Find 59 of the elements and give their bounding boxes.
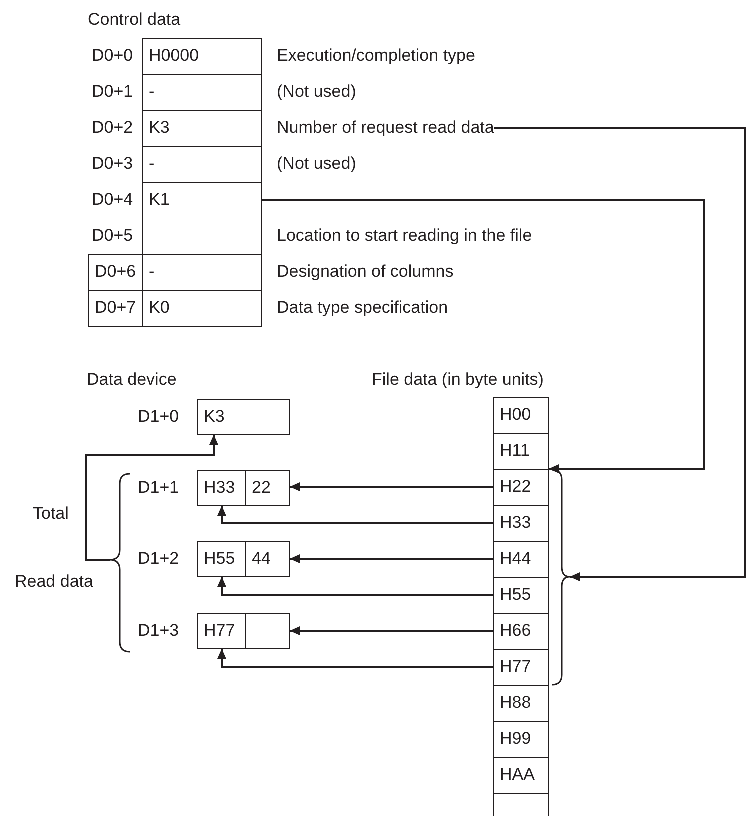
register-label: D0+5 [92, 225, 134, 247]
register-label: D0+4 [92, 189, 134, 211]
data-cell: - [142, 74, 262, 111]
data-cell: 44 [245, 541, 290, 577]
data-cell: D0+6 [88, 254, 143, 291]
description: Data type specification [277, 297, 448, 319]
data-cell: H33 [493, 505, 549, 542]
arrow [218, 649, 493, 668]
data-cell: H55 [493, 577, 549, 614]
data-cell: HAA [493, 757, 549, 794]
data-cell: H44 [493, 541, 549, 578]
data-cell: H22 [493, 469, 549, 506]
arrow [218, 577, 493, 596]
arrow [262, 199, 705, 474]
arrow [290, 482, 493, 492]
arrow [290, 554, 493, 564]
register-label: D1+1 [138, 477, 180, 499]
data-cell: - [142, 146, 262, 183]
empty-cell [493, 793, 549, 816]
data-cell: K0 [142, 290, 262, 327]
register-label: D0+3 [92, 153, 134, 175]
register-label: D0+0 [92, 45, 134, 67]
data-cell: D0+7 [88, 290, 143, 327]
register-label: D1+2 [138, 548, 180, 570]
heading: Data device [87, 369, 177, 391]
curly-brace [110, 474, 130, 652]
data-cell: H55 [197, 541, 246, 577]
description: Number of request read data [277, 110, 494, 146]
arrow [85, 435, 218, 561]
data-cell: H00 [493, 397, 549, 434]
register-label: D0+1 [92, 81, 134, 103]
register-label: D1+0 [138, 406, 180, 428]
data-cell: H33 [197, 470, 246, 506]
arrow [494, 127, 746, 582]
curly-brace [552, 470, 570, 685]
data-cell: 22 [245, 470, 290, 506]
arrow [290, 626, 493, 636]
description: Location to start reading in the file [277, 225, 532, 247]
register-label: D1+3 [138, 620, 180, 642]
data-cell: H66 [493, 613, 549, 650]
register-label: D0+2 [92, 117, 134, 139]
data-cell: H77 [493, 649, 549, 686]
data-cell: H99 [493, 721, 549, 758]
data-cell: H88 [493, 685, 549, 722]
description: (Not used) [277, 81, 356, 103]
description: Execution/completion type [277, 45, 476, 67]
description: Designation of columns [277, 261, 454, 283]
data-cell: H0000 [142, 38, 262, 75]
data-cell: H11 [493, 433, 549, 470]
arrow [218, 506, 493, 524]
heading: File data (in byte units) [372, 369, 544, 391]
data-cell: K1 [142, 182, 262, 255]
brace-label: Read data [15, 571, 94, 593]
data-cell: H77 [197, 613, 246, 649]
data-cell: K3 [197, 399, 290, 435]
description: (Not used) [277, 153, 356, 175]
brace-label: Total [33, 503, 69, 525]
data-cell: K3 [142, 110, 262, 147]
heading: Control data [88, 9, 181, 31]
